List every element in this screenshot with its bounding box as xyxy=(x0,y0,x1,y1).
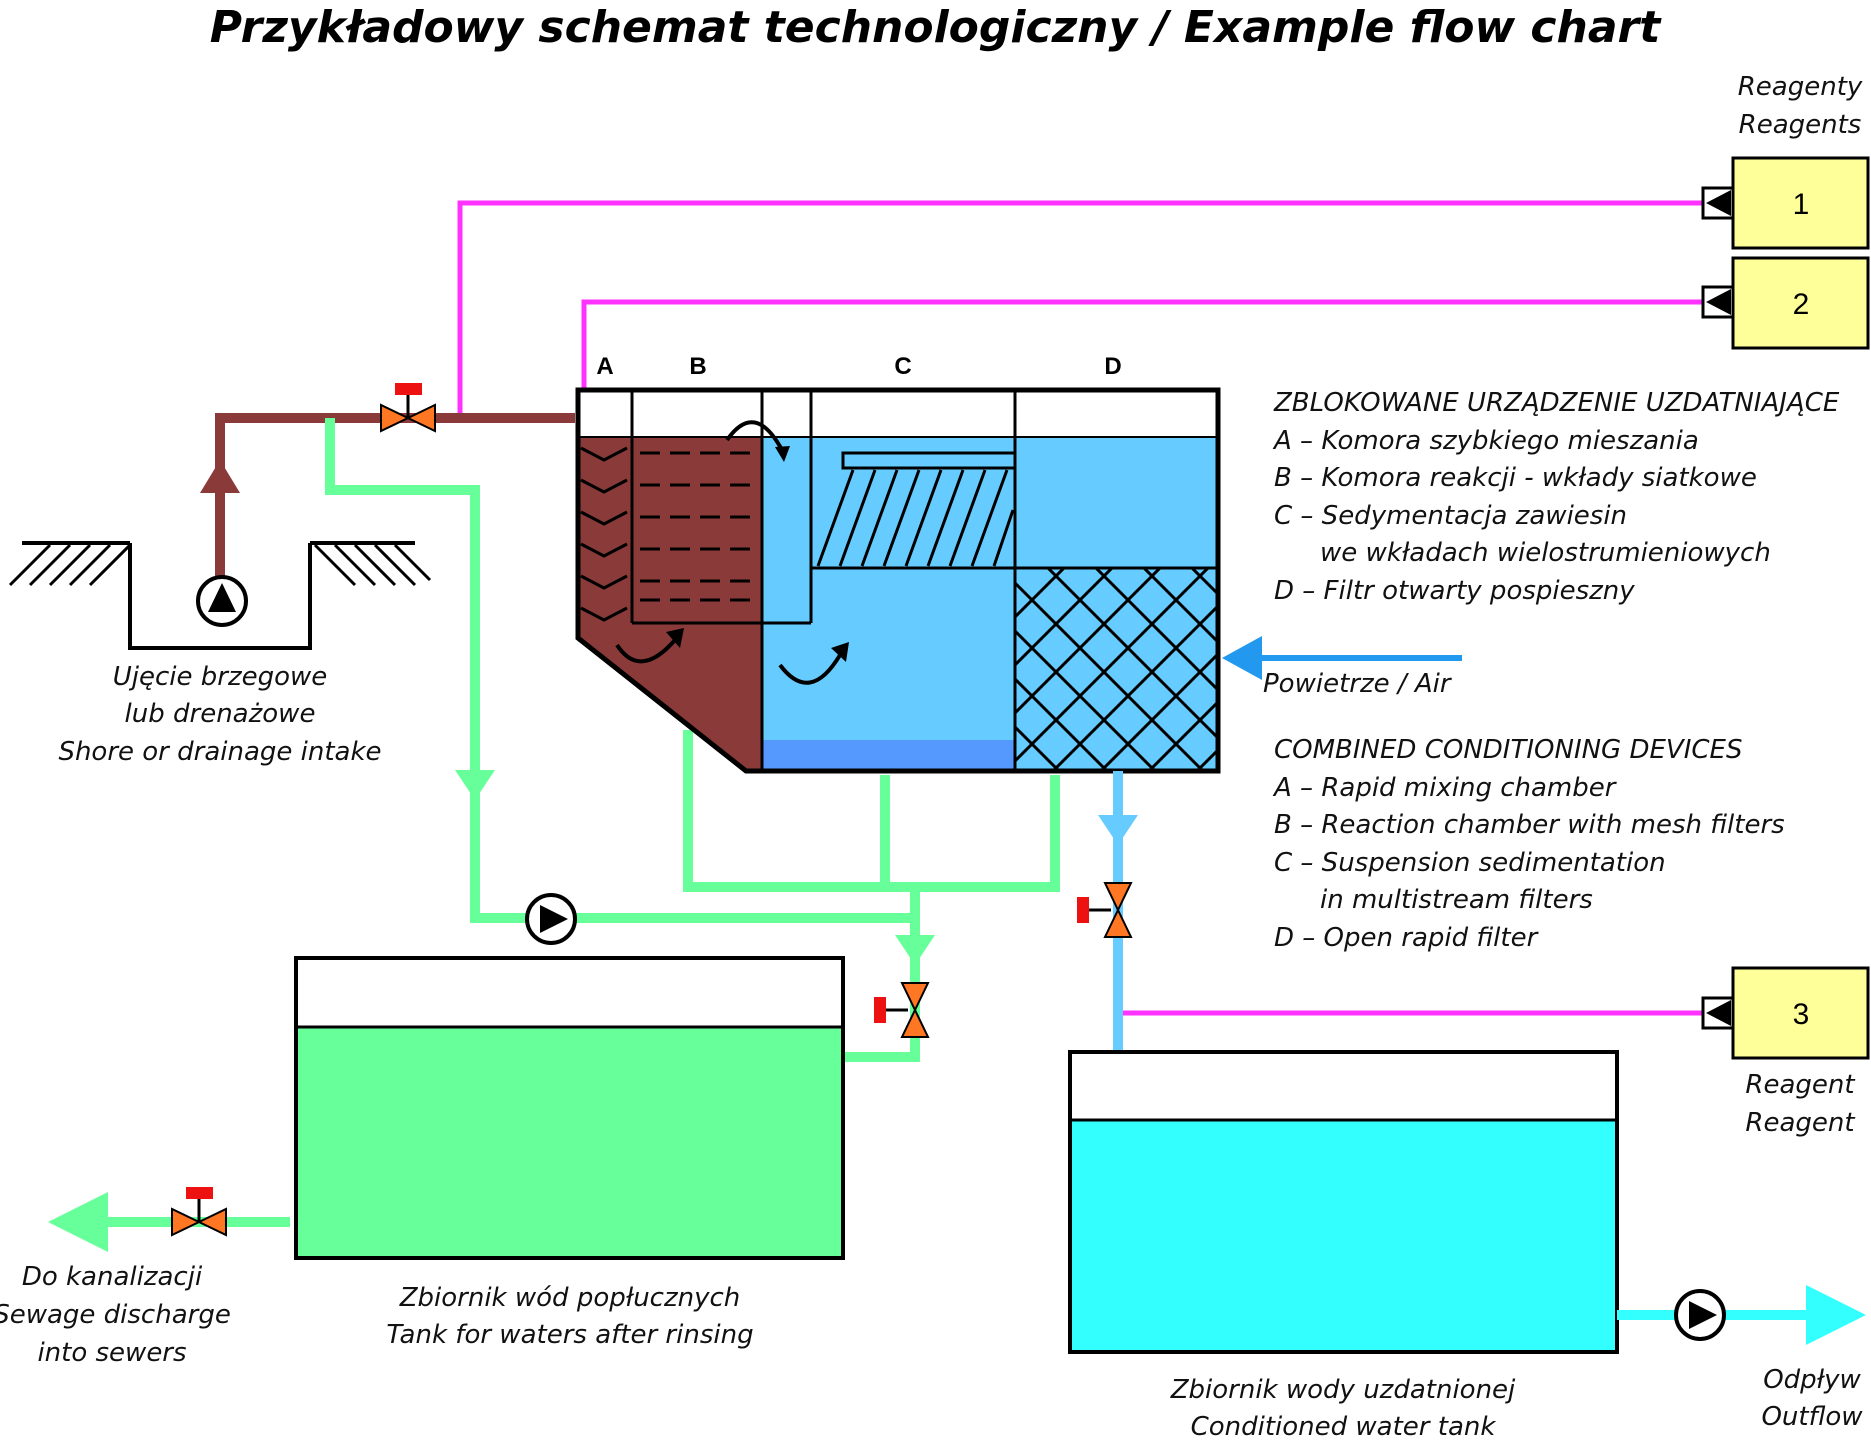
clean-tank-label-en: Conditioned water tank xyxy=(1191,1412,1497,1442)
rinse-arrow-down-icon-2 xyxy=(895,935,935,965)
reagent-3-label-pl: Reagent xyxy=(1745,1070,1855,1100)
chamber-letter-b: B xyxy=(689,353,706,380)
sewage-label-1: Do kanalizacji xyxy=(22,1262,203,1292)
reagent-box-3: 3 xyxy=(1701,966,1870,1060)
legend-en-item-d: D – Open rapid filter xyxy=(1274,923,1540,953)
intake-label-1: Ujęcie brzegowe xyxy=(113,662,328,692)
legend-pl-heading: ZBLOKOWANE URZĄDZENIE UZDATNIAJĄCE xyxy=(1273,388,1840,418)
conditioned-water-tank xyxy=(1068,1050,1619,1354)
outflow-pipe xyxy=(1617,1285,1866,1345)
treatment-unit xyxy=(575,387,1221,774)
legend-en-item-b: B – Reaction chamber with mesh filters xyxy=(1274,810,1785,840)
sewage-label-2: Sewage discharge xyxy=(0,1300,231,1330)
rinse-tank-label-pl: Zbiornik wód popłucznych xyxy=(399,1283,741,1313)
legend-pl-item-c: C – Sedymentacja zawiesin xyxy=(1274,501,1627,531)
clean-tank-label-pl: Zbiornik wody uzdatnionej xyxy=(1170,1375,1516,1405)
intake-label-3: Shore or drainage intake xyxy=(58,737,381,767)
outflow-label-en: Outflow xyxy=(1761,1402,1863,1432)
reagent-box-1-label: 1 xyxy=(1793,188,1810,221)
outflow-pump-icon xyxy=(1674,1289,1726,1341)
reagent-box-2-label: 2 xyxy=(1793,288,1810,321)
reagent-3-label-en: Reagent xyxy=(1745,1108,1855,1138)
legend-pl-item-d: D – Filtr otwarty pospieszny xyxy=(1274,576,1635,606)
raw-water-pipe xyxy=(200,413,575,580)
sewage-arrow-icon xyxy=(48,1192,108,1252)
outflow-label-pl: Odpływ xyxy=(1763,1365,1861,1395)
clear-water-valve-icon xyxy=(1077,882,1133,938)
intake-label-2: lub drenażowe xyxy=(125,699,316,729)
legend-en-item-c-cont: in multistream filters xyxy=(1320,885,1593,915)
rinse-arrow-down-icon xyxy=(455,770,495,800)
intake-pump-icon xyxy=(196,575,248,627)
reagent-box-1: 1 xyxy=(1701,156,1870,250)
rinse-pump-icon xyxy=(525,893,577,945)
reagent-box-2: 2 xyxy=(1701,256,1870,350)
legend-en-item-c: C – Suspension sedimentation xyxy=(1274,848,1666,878)
diagram-title: Przykładowy schemat technologiczny / Exa… xyxy=(210,2,1663,53)
raw-water-valve-icon xyxy=(380,383,436,433)
legend-pl-item-b: B – Komora reakcji - wkłady siatkowe xyxy=(1274,463,1757,493)
air-inlet xyxy=(1222,636,1462,680)
air-label: Powietrze / Air xyxy=(1263,669,1453,699)
reagents-header-pl: Reagenty xyxy=(1738,72,1863,102)
sewage-valve-icon xyxy=(171,1187,227,1237)
legend-en-heading: COMBINED CONDITIONING DEVICES xyxy=(1274,735,1742,765)
legend-pl-item-a: A – Komora szybkiego mieszania xyxy=(1272,426,1699,456)
rinse-tank-label-en: Tank for waters after rinsing xyxy=(386,1320,753,1350)
sewage-label-3: into sewers xyxy=(37,1338,186,1368)
legend-en-item-a: A – Rapid mixing chamber xyxy=(1272,773,1618,803)
legend-pl-item-c-cont: we wkładach wielostrumieniowych xyxy=(1320,538,1771,568)
rinse-tank-valve-icon xyxy=(874,982,930,1038)
rinse-water-tank xyxy=(294,956,845,1260)
reagent-box-3-label: 3 xyxy=(1793,998,1810,1031)
legend-english: COMBINED CONDITIONING DEVICES A – Rapid … xyxy=(1272,735,1785,953)
chamber-letter-c: C xyxy=(894,353,911,380)
reagent-lines xyxy=(457,200,1705,1016)
reagents-header-en: Reagents xyxy=(1739,110,1862,140)
intake-pit xyxy=(8,541,432,650)
legend-polish: ZBLOKOWANE URZĄDZENIE UZDATNIAJĄCE A – K… xyxy=(1272,388,1840,606)
chamber-letter-a: A xyxy=(596,353,613,380)
chamber-letter-d: D xyxy=(1104,353,1121,380)
